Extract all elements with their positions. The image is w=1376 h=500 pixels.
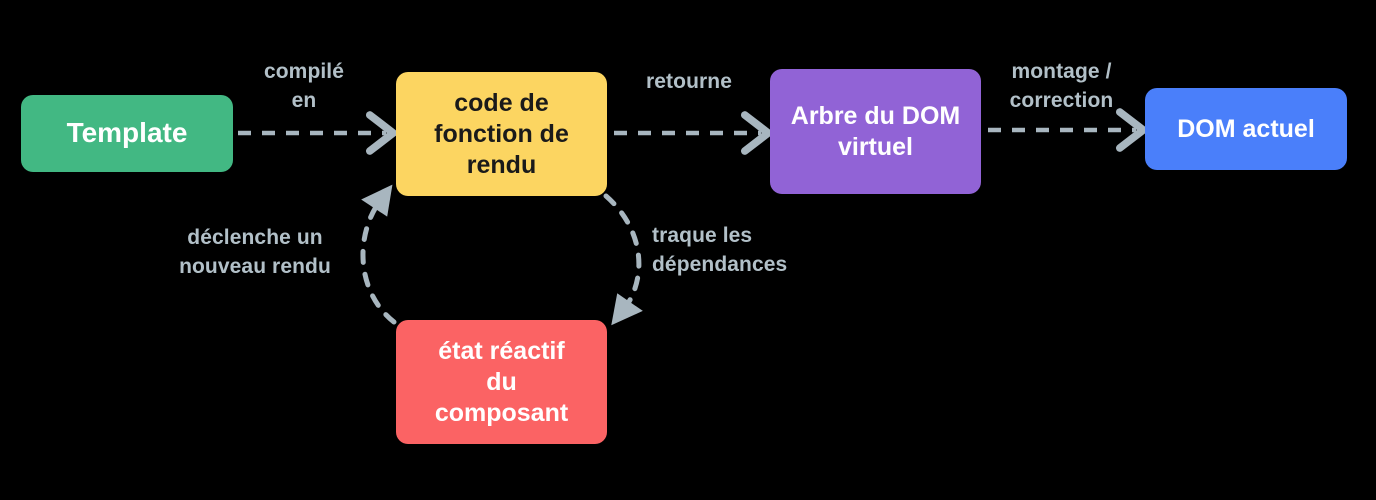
edge-label-retrigger: déclenche un nouveau rendu xyxy=(179,226,331,278)
edge-label-mount-patch: montage / correction xyxy=(1009,60,1114,112)
node-render-function[interactable]: code de fonction de rendu xyxy=(396,72,607,196)
edge-retrigger xyxy=(360,184,397,325)
edge-label-compiled-en: compilé en xyxy=(263,60,345,112)
node-actual-dom[interactable]: DOM actuel xyxy=(1145,88,1347,170)
node-virtual-dom-tree[interactable]: Arbre du DOM virtuel xyxy=(770,69,981,194)
edge-label-returns: retourne xyxy=(646,70,732,93)
node-template[interactable]: Template xyxy=(21,95,233,172)
edge-track-deps xyxy=(603,193,643,326)
node-reactive-state[interactable]: état réactif du composant xyxy=(396,320,607,444)
edge-label-track-deps: traque les dépendances xyxy=(652,224,788,276)
